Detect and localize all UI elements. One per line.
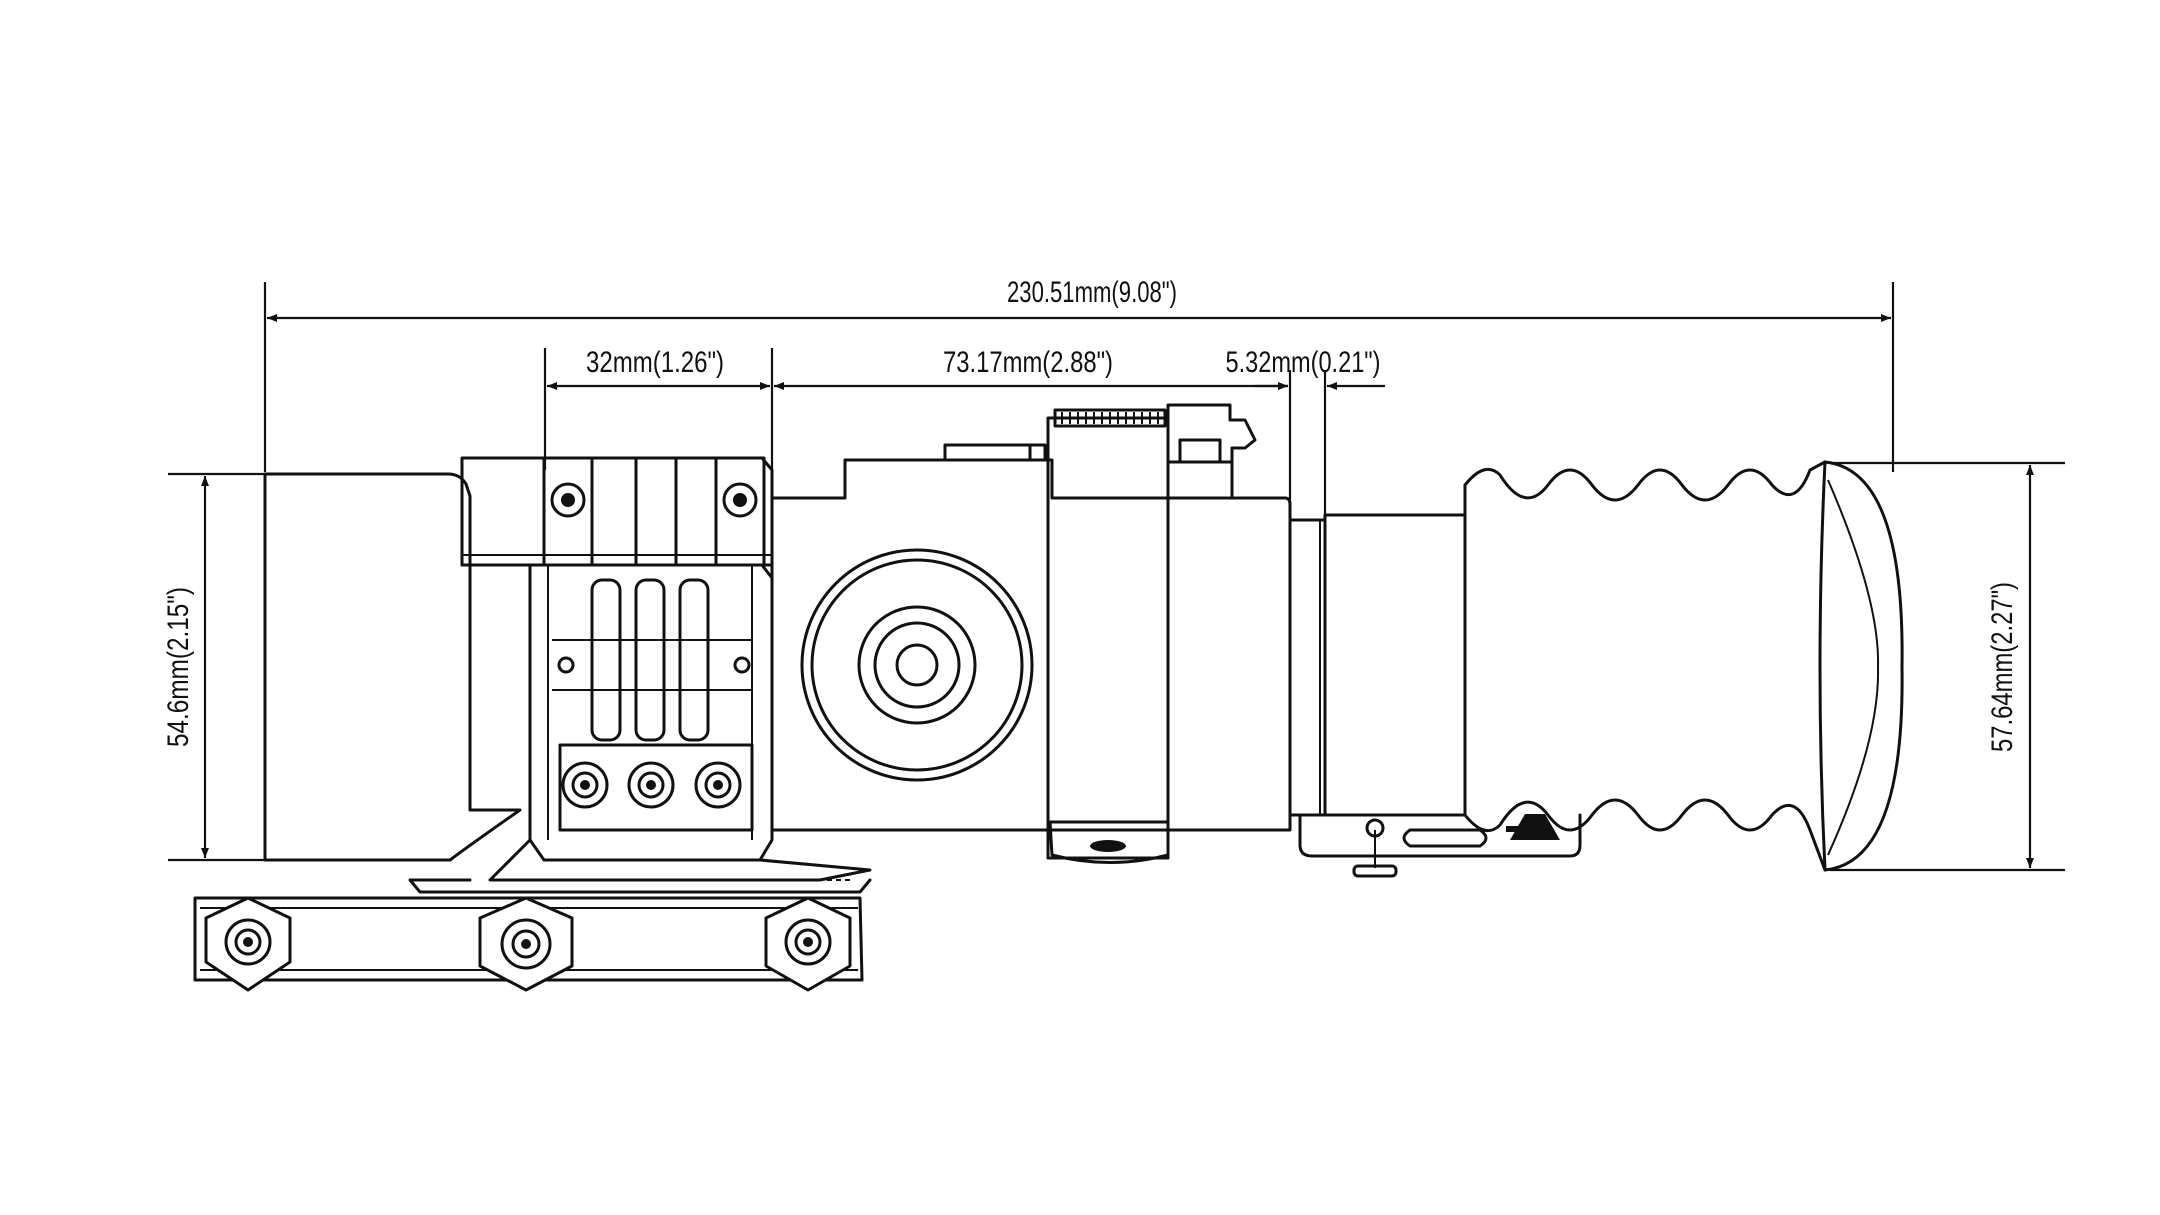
- dimension-lines: [168, 282, 2065, 872]
- eyepiece-height-label: 57.64mm(2.27"): [1986, 582, 2019, 752]
- mount-width-label: 32mm(1.26"): [586, 346, 724, 379]
- hex-nut-right: [764, 896, 852, 992]
- overall-length-label: 230.51mm(9.08"): [1007, 276, 1177, 309]
- hex-nut-left: [204, 896, 292, 992]
- objective-height-label: 54.6mm(2.15"): [162, 587, 195, 747]
- eyepiece-collar: [1288, 513, 1582, 878]
- eyecup: [1818, 460, 1904, 872]
- hex-nut-middle: [478, 896, 574, 992]
- collar-width-label: 5.32mm(0.21"): [1226, 346, 1381, 379]
- elevation-turret: [1046, 408, 1170, 864]
- objective-lens-housing: [263, 472, 522, 862]
- eyepiece-bellows: [1463, 460, 1827, 872]
- base-rail: [193, 896, 864, 992]
- main-body: [770, 403, 1292, 864]
- body-length-label: 73.17mm(2.88"): [943, 346, 1113, 379]
- adjustment-knob: [800, 548, 1034, 782]
